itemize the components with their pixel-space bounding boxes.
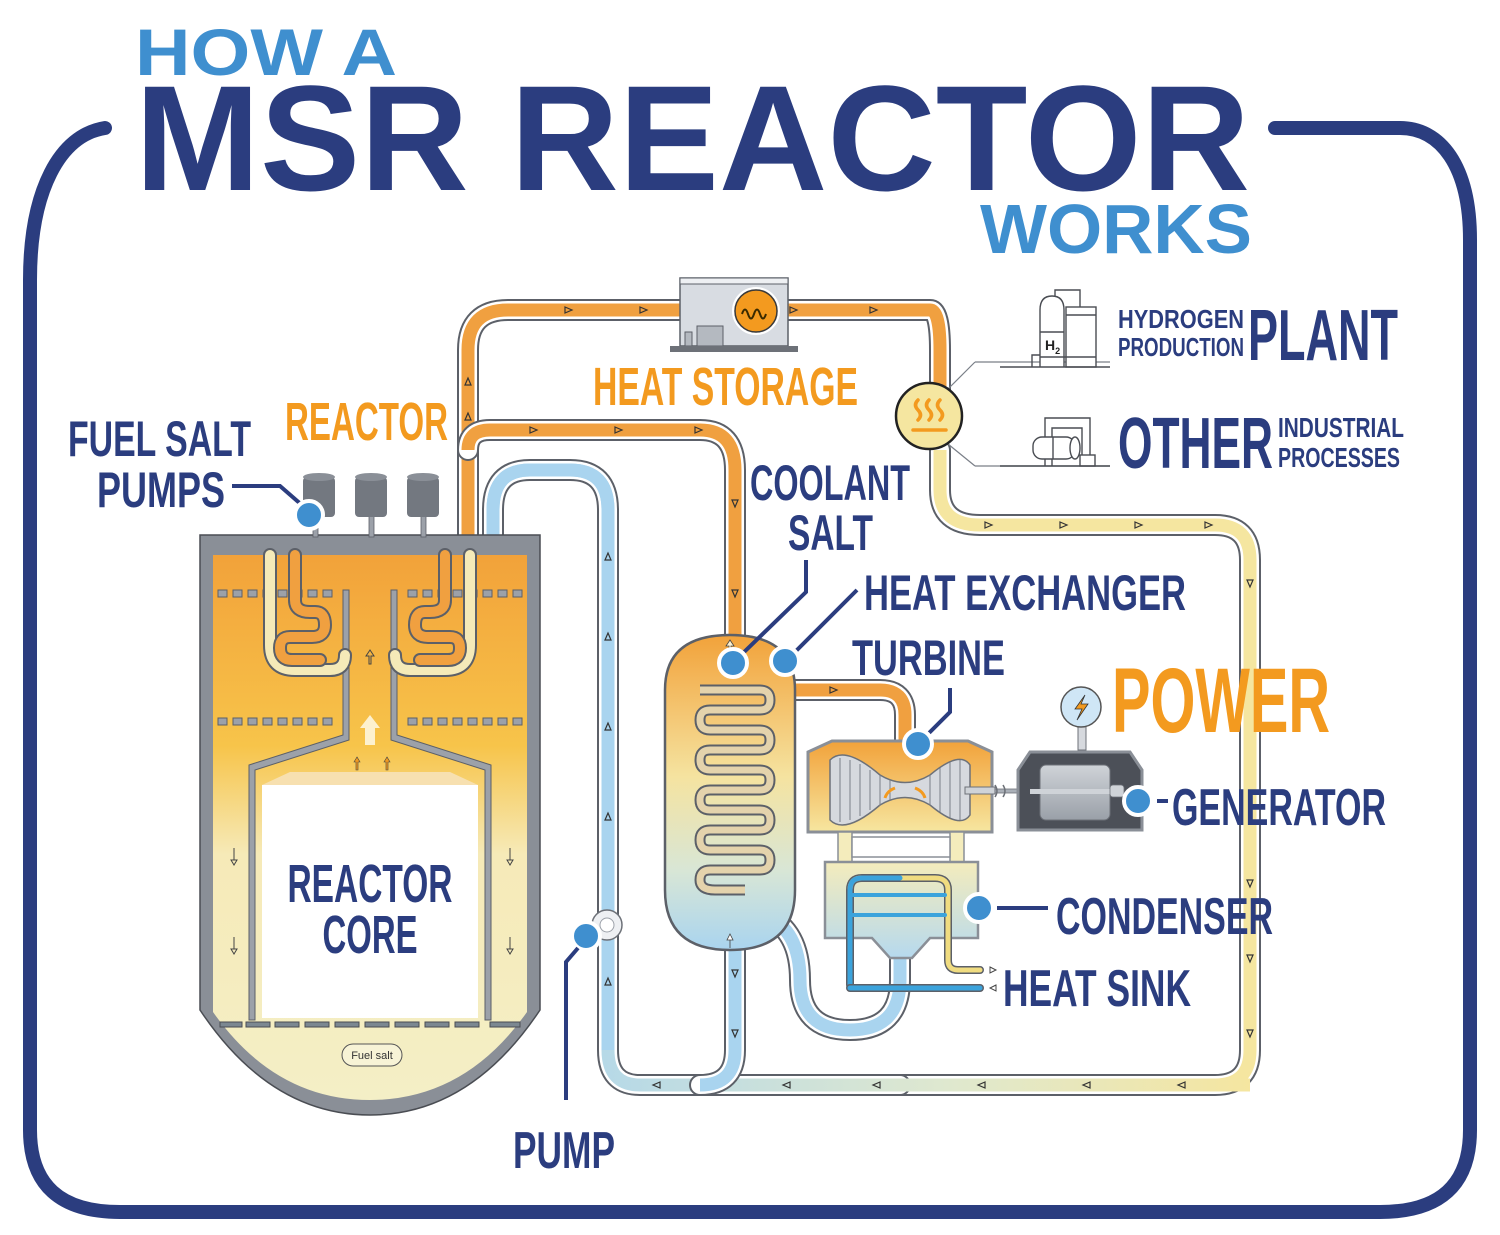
title-works: WORKS <box>980 190 1252 268</box>
other-label: OTHER <box>1118 404 1273 484</box>
hydrogen-plant-label: PLANT <box>1248 296 1398 376</box>
reactor-vessel: Fuel salt <box>199 534 541 1116</box>
coolant-branch <box>457 419 746 651</box>
steam-pipe <box>689 679 916 751</box>
turbine-label: TURBINE <box>852 630 1005 686</box>
fuel-salt-pumps-marker[interactable] <box>293 499 325 531</box>
hx-drain-pipe <box>689 929 746 1096</box>
lightning-bolt-icon <box>1060 686 1102 728</box>
coolant-salt-line2: SALT <box>788 505 873 561</box>
condenser-marker[interactable] <box>963 892 995 924</box>
power-label: POWER <box>1112 650 1330 752</box>
condenser-u-loop <box>754 904 911 1041</box>
generator-label: GENERATOR <box>1172 779 1386 837</box>
pump-3 <box>407 473 439 538</box>
heat-exchanger-label: HEAT EXCHANGER <box>864 565 1186 621</box>
industrial-small-line2: PROCESSES <box>1278 442 1400 473</box>
condenser <box>823 860 998 992</box>
condenser-label: CONDENSER <box>1056 888 1273 946</box>
pump-leader <box>564 946 580 1100</box>
frame-border <box>23 121 1477 1219</box>
coolant-salt-leader <box>738 560 808 658</box>
hydrogen-small-line1: HYDROGEN <box>1118 304 1244 334</box>
heat-sink-label: HEAT SINK <box>1003 960 1191 1018</box>
industrial-process-icon <box>1000 417 1110 467</box>
warm-return-loop <box>889 439 1261 1096</box>
pump-label: PUMP <box>513 1122 615 1180</box>
pump-marker[interactable] <box>570 920 602 952</box>
pump-2 <box>355 473 387 538</box>
fuel-salt-pumps-line1: FUEL SALT <box>68 411 251 467</box>
flow-markers <box>464 306 1254 1089</box>
generator-marker[interactable] <box>1122 785 1154 817</box>
fuel-salt-pumps-line2: PUMPS <box>97 462 225 518</box>
hydrogen-small-line2: PRODUCTION <box>1118 332 1244 362</box>
fuel-salt-tag: Fuel salt <box>351 1050 393 1062</box>
fuel-salt-pumps <box>303 473 439 538</box>
heat-waves-icon <box>911 398 948 432</box>
hydrogen-plant-icon: H2 <box>1000 289 1110 368</box>
turbine-marker[interactable] <box>902 728 934 760</box>
industrial-small-line1: INDUSTRIAL <box>1278 412 1404 443</box>
title-how-a: HOW A <box>135 15 397 89</box>
generator <box>994 686 1144 832</box>
reactor-core-line2: CORE <box>323 905 418 965</box>
heat-exchanger-leader <box>790 588 859 657</box>
turbine <box>806 739 1026 863</box>
upflow-arrow <box>360 715 380 745</box>
reactor-label: REACTOR <box>285 392 448 452</box>
turbine-leader <box>922 688 952 740</box>
coolant-salt-line1: COOLANT <box>750 455 910 511</box>
heat-exchanger <box>663 633 797 952</box>
fuel-salt-pumps-leader <box>232 484 305 508</box>
h2-label: H2 <box>1045 337 1060 356</box>
cool-return-loop <box>482 459 1250 1096</box>
coolant-salt-marker[interactable] <box>717 647 749 679</box>
heat-storage-unit <box>670 277 798 352</box>
wave-coil-icon <box>732 287 780 335</box>
heat-exchanger-marker[interactable] <box>769 645 801 677</box>
reactor-core-line1: REACTOR <box>288 854 453 914</box>
hot-coolant-loop <box>457 299 951 546</box>
title-msr-reactor: MSR REACTOR <box>135 54 1250 222</box>
heat-storage-label: HEAT STORAGE <box>593 357 858 417</box>
